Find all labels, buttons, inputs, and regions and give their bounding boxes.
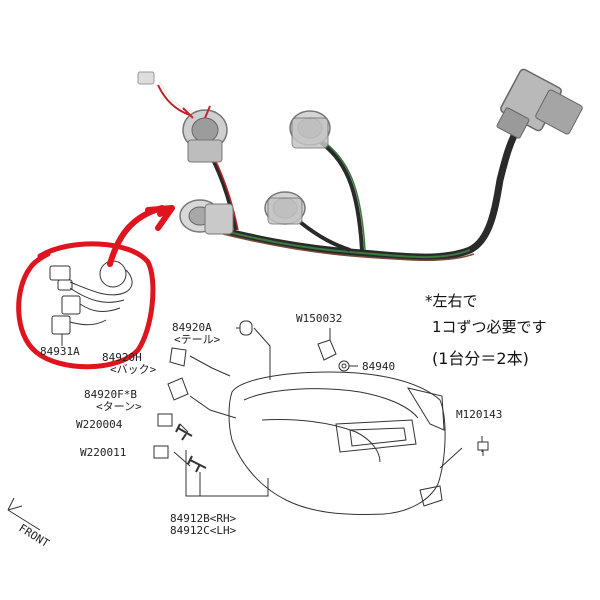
- bulb-socket-1: [182, 105, 228, 163]
- grommet-w150032: [317, 339, 337, 361]
- bulb-84920h: [169, 347, 187, 367]
- harness-wire-mid: [316, 138, 364, 251]
- parts-diagram: [7, 320, 489, 531]
- harness-main-bundle: [208, 121, 524, 261]
- bulb-84920a: [239, 320, 253, 336]
- screw-1: [175, 423, 193, 441]
- label-w150032: W150032: [296, 312, 342, 325]
- harness-photo: [137, 68, 583, 261]
- pigtail-connector: [137, 71, 155, 85]
- label-84920a: 84920A: [172, 321, 212, 334]
- handwritten-note: *左右で 1コずつ必要です (1台分＝2本): [425, 292, 547, 368]
- label-84931a: 84931A: [40, 345, 80, 358]
- washer-w220011: [153, 445, 169, 459]
- harness-main-connector: [496, 68, 583, 139]
- label-84940: 84940: [362, 360, 395, 373]
- harness-wire-low: [298, 220, 351, 252]
- part-labels: 84931A 84920A <テール> 84920H <バック> 84920F*…: [16, 312, 502, 550]
- label-w220011: W220011: [80, 446, 126, 459]
- bulb-84920f: [167, 377, 189, 401]
- label-w220004: W220004: [76, 418, 123, 431]
- front-arrow: [7, 497, 41, 531]
- screw-2: [187, 455, 207, 473]
- label-m120143: M120143: [456, 408, 502, 421]
- note-line-1: *左右で: [425, 292, 478, 310]
- harness-detail-drawing: [49, 260, 133, 346]
- label-tail-note: <テール>: [174, 333, 221, 346]
- note-line-3: (1台分＝2本): [432, 349, 529, 368]
- bulb-socket-4: [179, 199, 234, 235]
- label-turn-note: <ターン>: [96, 400, 142, 413]
- bulb-socket-3: [264, 191, 306, 225]
- clip-84940: [338, 360, 350, 372]
- tail-lamp-body: [228, 371, 446, 515]
- label-84920f: 84920F*B: [84, 388, 137, 401]
- note-line-2: 1コずつ必要です: [432, 318, 547, 336]
- label-84912b: 84912B<RH>: [170, 512, 237, 525]
- label-84912c: 84912C<LH>: [170, 524, 237, 537]
- label-back-note: <バック>: [110, 363, 157, 376]
- washer-w220004: [157, 413, 173, 427]
- bulb-socket-2: [289, 110, 331, 149]
- bolt-m120143: [477, 441, 489, 456]
- red-arrow: [107, 205, 165, 267]
- red-highlight-circle: [16, 241, 156, 370]
- label-84920h: 84920H: [102, 351, 142, 364]
- red-arrow-head: [145, 205, 175, 231]
